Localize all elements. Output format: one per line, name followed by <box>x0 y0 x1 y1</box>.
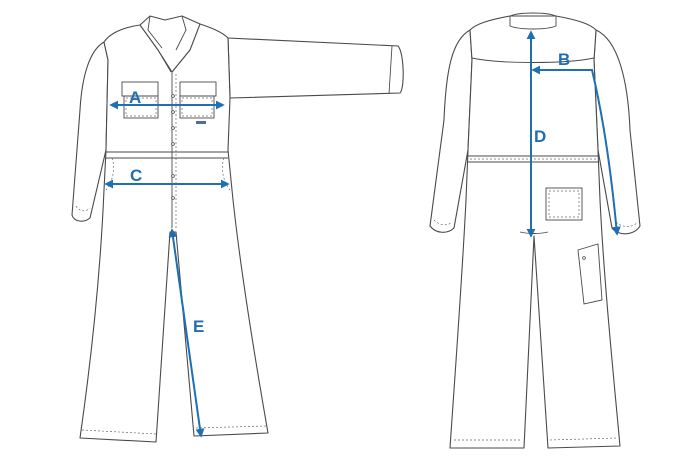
front-right-cuff-seam <box>388 45 393 95</box>
front-collar-v <box>157 49 191 73</box>
measurement-a: A <box>109 88 225 110</box>
back-right-sleeve <box>593 29 641 235</box>
front-view <box>71 15 404 443</box>
front-waistband <box>106 151 228 159</box>
front-left-sleeve <box>71 41 109 222</box>
measure-e-label: E <box>193 317 204 336</box>
measure-b-label: B <box>558 50 570 69</box>
measurement-e: E <box>168 228 205 438</box>
front-brand-tag <box>196 121 206 124</box>
back-left-sleeve <box>429 29 473 233</box>
back-view <box>429 12 641 449</box>
measurement-b: B <box>531 50 621 236</box>
front-buttons <box>171 94 175 200</box>
measurement-c: C <box>104 166 230 189</box>
measure-c-label: C <box>130 166 142 185</box>
measure-a-label: A <box>129 88 141 107</box>
measure-d-label: D <box>534 127 546 146</box>
measure-b-arrow <box>531 65 621 236</box>
front-right-sleeve <box>227 37 404 99</box>
back-hem-stitch <box>454 437 619 441</box>
back-collar <box>509 12 557 30</box>
back-tool-pocket <box>577 243 603 305</box>
front-hem-stitch <box>81 425 267 435</box>
front-left-hip-pocket <box>105 157 114 191</box>
front-right-hip-pocket <box>222 157 231 191</box>
back-cuff-stitch <box>433 219 639 227</box>
front-left-cuff-stitch <box>75 205 91 212</box>
measure-e-arrow <box>168 228 205 438</box>
front-lapel-lines <box>147 15 187 51</box>
